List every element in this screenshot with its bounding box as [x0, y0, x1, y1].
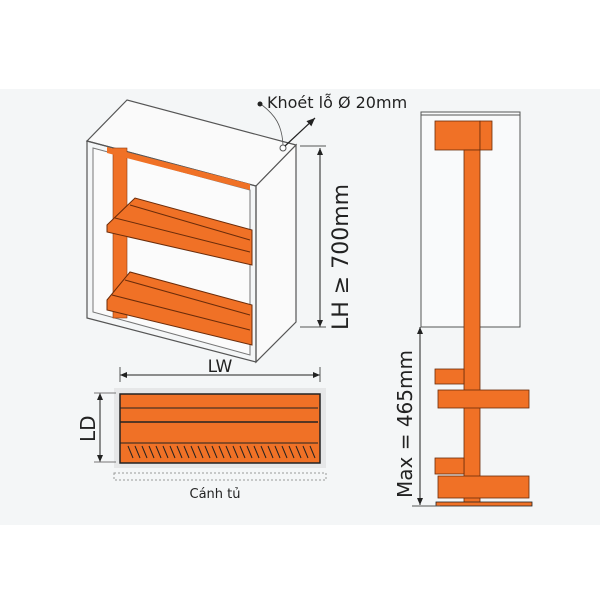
top-view [94, 367, 327, 481]
cabinet-3d [85, 99, 316, 364]
depth-label: LD [76, 415, 100, 442]
rack-tine [246, 445, 253, 459]
rack-tine [190, 445, 197, 459]
rack-tine [127, 445, 134, 459]
rack-tine [260, 445, 267, 459]
rack-tine [309, 445, 316, 459]
rack-tine [141, 445, 148, 459]
upper-rack [106, 197, 253, 266]
hole-label: Khoét lỗ Ø 20mm [267, 93, 407, 112]
rack-tine [239, 445, 246, 459]
rack-tine [267, 445, 274, 459]
max-label: Max = 465mm [393, 350, 417, 498]
rack-tine [253, 445, 260, 459]
lower-rack [106, 271, 253, 346]
rack-tine [183, 445, 190, 459]
rack-tine [204, 445, 211, 459]
rack-tine [218, 445, 225, 459]
rack-tine [169, 445, 176, 459]
rack-tine [225, 445, 232, 459]
rack-tine [211, 445, 218, 459]
rack-tine [162, 445, 169, 459]
rack-tine [274, 445, 281, 459]
rack-tine [197, 445, 204, 459]
rack-tine [288, 445, 295, 459]
rack-tine [155, 445, 162, 459]
rack-tine [134, 445, 141, 459]
rack-tine [295, 445, 302, 459]
rack-tine [176, 445, 183, 459]
rack-tine [232, 445, 239, 459]
width-label: LW [208, 357, 233, 377]
rack-tine [281, 445, 288, 459]
height-label: LH ≥ 700mm [329, 184, 354, 330]
rack-tine [302, 445, 309, 459]
rack-tine [148, 445, 155, 459]
side-view [412, 111, 533, 507]
door-label: Cánh tủ [190, 487, 241, 502]
